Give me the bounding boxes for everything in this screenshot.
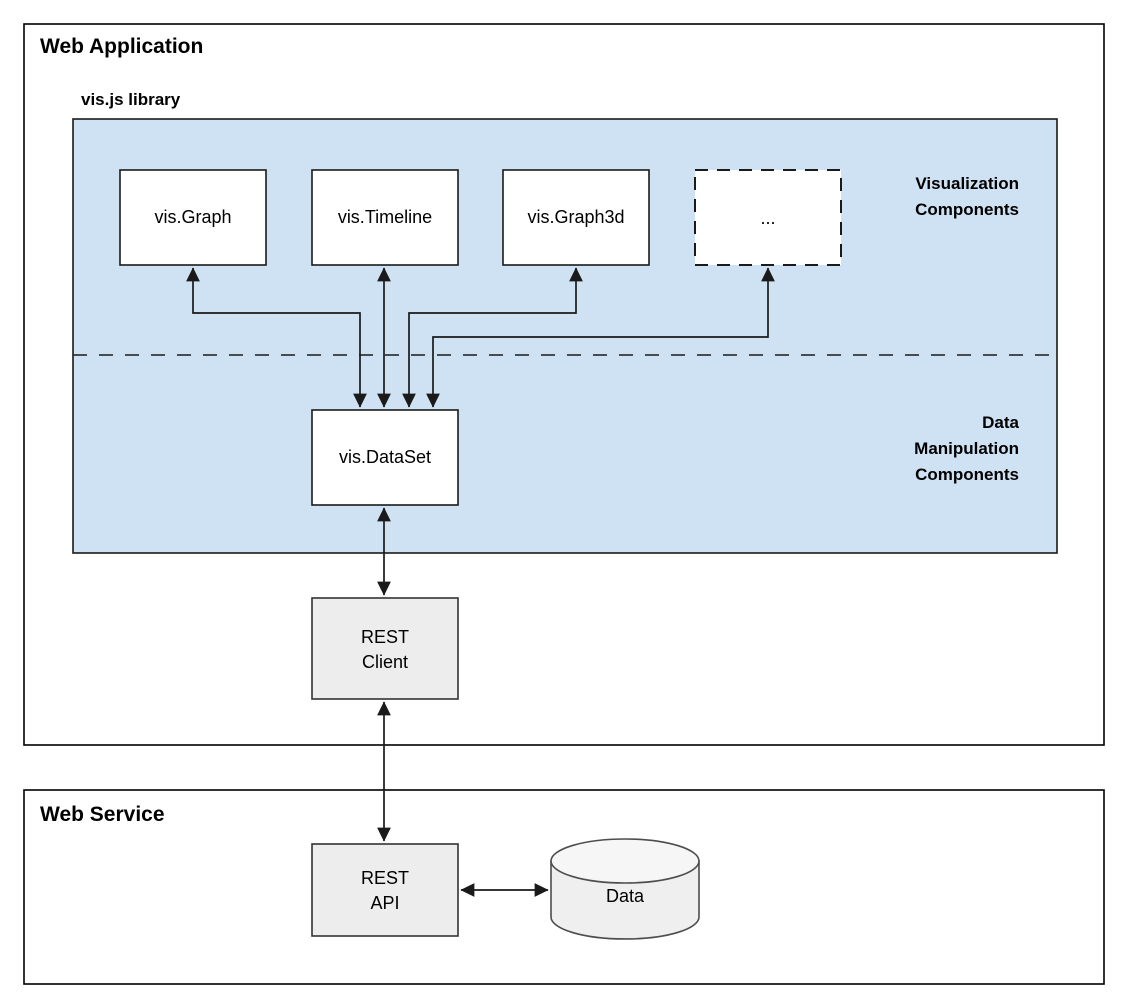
- vis-js-library-title: vis.js library: [81, 90, 181, 109]
- node-vis-dataset[interactable]: vis.DataSet: [311, 409, 459, 506]
- node-data-store-label: Data: [606, 886, 645, 906]
- node-rest-client[interactable]: REST Client: [311, 597, 459, 700]
- node-rest-client-label-line1: REST: [361, 627, 409, 647]
- database-cylinder-top-icon: [550, 838, 700, 884]
- node-vis-timeline[interactable]: vis.Timeline: [311, 169, 459, 266]
- node-rest-api-label-line1: REST: [361, 868, 409, 888]
- connector-more-components-dataset: [426, 267, 775, 408]
- node-vis-graph[interactable]: vis.Graph: [119, 169, 267, 266]
- node-vis-graph3d-label: vis.Graph3d: [527, 207, 624, 227]
- data-manipulation-components-label-line2: Manipulation: [914, 439, 1019, 458]
- data-manipulation-components-label-line1: Data: [982, 413, 1019, 432]
- node-vis-graph3d[interactable]: vis.Graph3d: [502, 169, 650, 266]
- visualization-components-label-line2: Components: [915, 200, 1019, 219]
- node-vis-graph-label: vis.Graph: [154, 207, 231, 227]
- node-more-components-label: ...: [760, 208, 775, 228]
- node-rest-api[interactable]: REST API: [311, 843, 459, 937]
- node-vis-timeline-label: vis.Timeline: [338, 207, 432, 227]
- node-rest-client-label-line2: Client: [362, 652, 408, 672]
- connector-vis-graph-dataset: [186, 267, 367, 408]
- node-data-store[interactable]: Data: [550, 838, 700, 940]
- web-application-title: Web Application: [40, 35, 203, 58]
- web-service-title: Web Service: [40, 803, 165, 826]
- visualization-components-label-line1: Visualization: [915, 174, 1019, 193]
- data-manipulation-components-label-line3: Components: [915, 465, 1019, 484]
- node-more-components[interactable]: ...: [694, 169, 842, 266]
- node-vis-dataset-label: vis.DataSet: [339, 447, 431, 467]
- node-rest-api-label-line2: API: [370, 893, 399, 913]
